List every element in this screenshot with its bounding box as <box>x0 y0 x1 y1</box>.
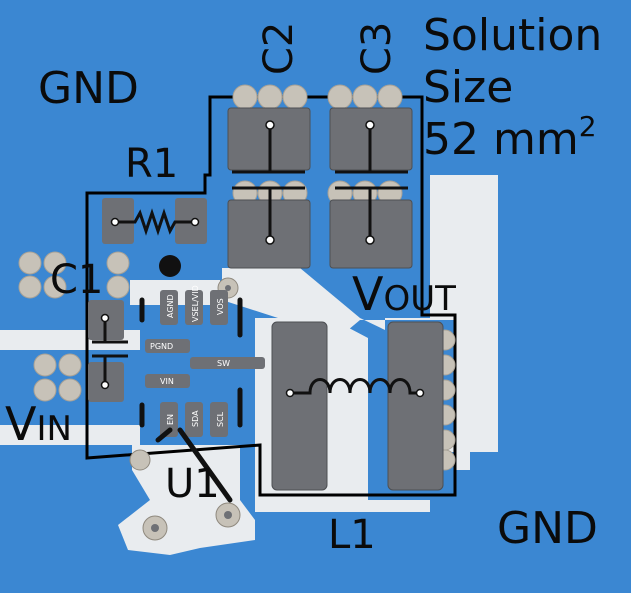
c2-label: C2 <box>256 22 302 75</box>
via-holes <box>151 285 232 532</box>
gnd-label-top: GND <box>38 63 139 114</box>
ic-pads <box>145 290 265 437</box>
pin-vsel-label: VSEL/VID <box>191 285 200 322</box>
capacitor-symbol-c2 <box>232 125 408 240</box>
pin-en-label: EN <box>166 414 175 425</box>
solution-outline <box>85 95 457 497</box>
u1-label: U1 <box>165 461 220 507</box>
solution-size-label: Solution Size 52 mm2 <box>423 10 616 165</box>
pin-sw-label: SW <box>217 359 230 368</box>
pin1-marker-icon <box>159 255 181 277</box>
ic-outline <box>139 297 243 503</box>
r1-label: R1 <box>125 141 178 187</box>
via-cluster-c1 <box>18 251 130 402</box>
l1-label: L1 <box>328 512 376 558</box>
pin-agnd-label: AGND <box>166 294 175 318</box>
pin-sda-label: SDA <box>191 410 200 427</box>
inductor-symbol-icon <box>290 378 420 395</box>
pin-vos-label: VOS <box>216 298 225 315</box>
resistor-symbol-icon <box>115 208 195 236</box>
gnd-label-bottom: GND <box>497 503 598 554</box>
vin-label: VIN <box>5 397 72 451</box>
c1-label: C1 <box>50 257 103 303</box>
inductor-pads <box>271 321 444 491</box>
pin-vin-label: VIN <box>160 377 174 386</box>
vout-label: VOUT <box>352 267 456 321</box>
pin-pgnd-label: PGND <box>150 342 173 351</box>
c3-label: C3 <box>354 22 400 75</box>
pin-scl-label: SCL <box>216 411 225 427</box>
